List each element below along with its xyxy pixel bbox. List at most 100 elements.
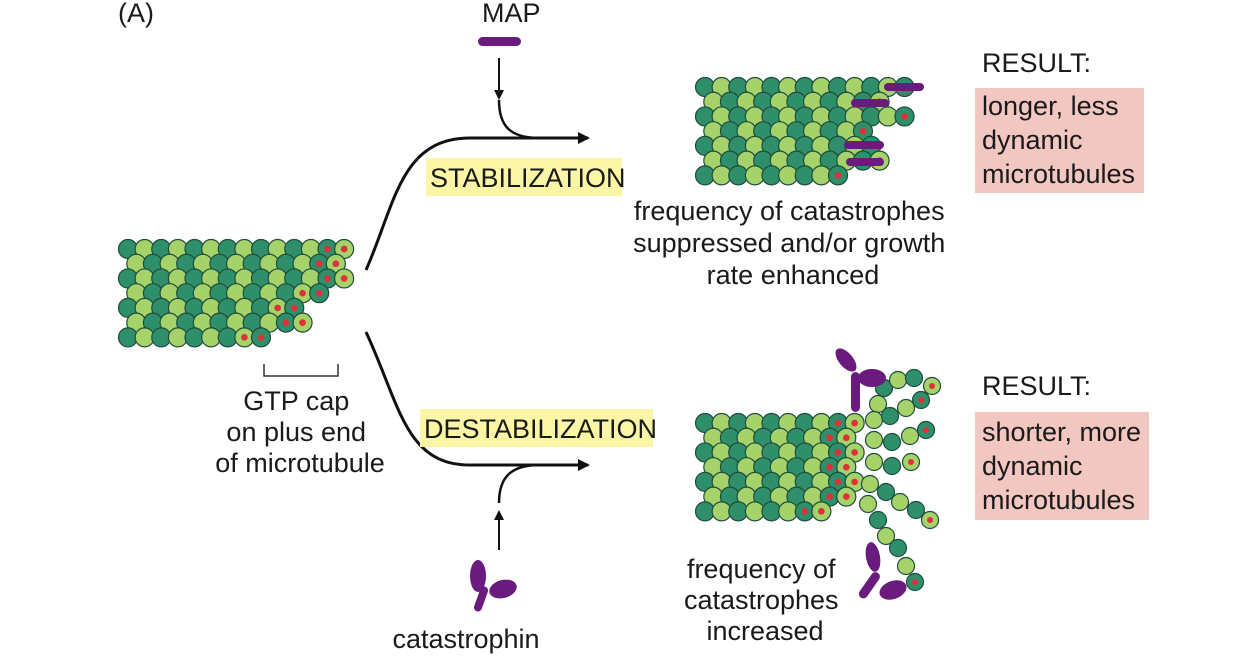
gtp-dot [299, 319, 306, 326]
bound-catastrophin-icon [835, 348, 886, 412]
result-bottom-line: dynamic [982, 451, 1083, 481]
catastrophin-icon [470, 560, 517, 612]
tubulin-subunit [896, 398, 916, 418]
gtp-dot [834, 478, 842, 486]
bound-map-icon [844, 141, 884, 149]
destabilized-caption-line: increased [706, 616, 823, 646]
destabilized-caption-line: frequency of [687, 554, 836, 584]
gtp-dot [851, 449, 858, 456]
gtp-cap-bracket [263, 364, 339, 377]
gtp-cap-line: on plus end [226, 417, 366, 447]
result-top-box [975, 88, 1144, 193]
gtp-dot [923, 427, 929, 433]
result-bottom-heading: RESULT: [982, 371, 1091, 401]
stabilization-highlight [426, 158, 622, 196]
gtp-dot [918, 397, 924, 403]
tubulin-subunit [882, 456, 902, 476]
stabilized-caption-line: suppressed and/or growth [633, 228, 945, 258]
tubulin-subunit [900, 426, 920, 446]
gtp-dot [859, 127, 867, 135]
destabilized-caption-line: catastrophes [684, 585, 839, 615]
catastrophin-join-curve [497, 463, 541, 504]
gtp-dot [927, 517, 933, 523]
gtp-dot [299, 289, 306, 297]
map-join-curve [497, 99, 541, 140]
stabilized-caption-line: rate enhanced [707, 260, 880, 290]
destabilization-highlight [420, 409, 653, 447]
tubulin-subunit [864, 452, 884, 472]
gtp-dot [826, 493, 834, 500]
map-protein-icon [478, 37, 521, 46]
gtp-dot [282, 319, 290, 326]
gtp-cap-label: GTP cap on plus end of microtubule [215, 386, 385, 478]
tubulin-subunit [890, 492, 910, 512]
gtp-dot [842, 463, 850, 471]
tubulin-subunit [888, 370, 908, 390]
gtp-dot [842, 493, 850, 500]
result-bottom-text: shorter, more dynamic microtubules [982, 417, 1149, 515]
destabilized-microtubule [694, 368, 942, 592]
result-top-heading: RESULT: [982, 48, 1091, 78]
gtp-dot [851, 419, 858, 427]
destabilization-label: DESTABILIZATION [424, 414, 657, 444]
tubulin-subunit [906, 500, 926, 520]
gtp-dot [290, 304, 298, 312]
result-top-line: dynamic [982, 125, 1083, 155]
gtp-dot [340, 275, 348, 282]
gtp-dot [826, 434, 834, 442]
tubulin-subunit [882, 432, 902, 452]
gtp-dot [901, 113, 908, 120]
gtp-cap-line: of microtubule [215, 448, 385, 478]
gtp-dot [324, 245, 331, 253]
gtp-dot [842, 434, 850, 442]
gtp-dot [332, 260, 340, 268]
stabilized-microtubule [694, 76, 924, 186]
tubulin-subunit [896, 556, 916, 576]
gtp-dot [834, 172, 842, 179]
result-top-line: microtubules [982, 159, 1135, 189]
tubulin-subunit [880, 406, 900, 426]
gtp-dot [274, 304, 281, 312]
gtp-dot [908, 459, 914, 465]
tubulin-subunit [888, 538, 908, 558]
gtp-dot [818, 508, 825, 515]
gtp-dot [834, 419, 842, 427]
source-microtubule [117, 238, 355, 348]
stabilization-arrow [364, 132, 590, 271]
panel-label: (A) [118, 0, 154, 28]
stabilization-label: STABILIZATION [430, 163, 626, 193]
gtp-dot [241, 334, 248, 341]
gtp-dot [801, 508, 809, 515]
catastrophin-label: catastrophin [392, 624, 539, 654]
gtp-dot [257, 334, 265, 341]
bound-catastrophin-icon [858, 542, 907, 600]
gtp-dot [929, 383, 935, 389]
tubulin-subunit [858, 494, 878, 514]
tubulin-subunit [864, 410, 884, 430]
result-bottom-line: shorter, more [982, 417, 1141, 447]
result-top-text: longer, less dynamic microtubules [982, 91, 1135, 189]
tubulin-subunit [904, 368, 924, 388]
gtp-dot [851, 478, 858, 486]
gtp-cap-line: GTP cap [243, 386, 349, 416]
tubulin-subunit [876, 526, 896, 546]
destabilized-caption: frequency of catastrophes increased [684, 554, 846, 646]
gtp-dot [340, 245, 348, 253]
destabilization-arrow [364, 331, 590, 471]
tubulin-subunit [864, 430, 884, 450]
tubulin-subunit [860, 474, 880, 494]
map-label: MAP [482, 0, 541, 28]
bound-map-icon [851, 99, 889, 107]
gtp-dot [315, 289, 323, 297]
result-top-line: longer, less [982, 91, 1119, 121]
result-bottom-line: microtubules [982, 485, 1135, 515]
stabilized-caption: frequency of catastrophes suppressed and… [633, 196, 953, 290]
tubulin-subunit [876, 482, 896, 502]
gtp-dot [912, 579, 918, 585]
bound-map-icon [884, 83, 924, 91]
stabilized-caption-line: frequency of catastrophes [634, 196, 945, 226]
gtp-dot [826, 463, 834, 471]
gtp-dot [315, 260, 323, 268]
gtp-dot [834, 449, 842, 456]
